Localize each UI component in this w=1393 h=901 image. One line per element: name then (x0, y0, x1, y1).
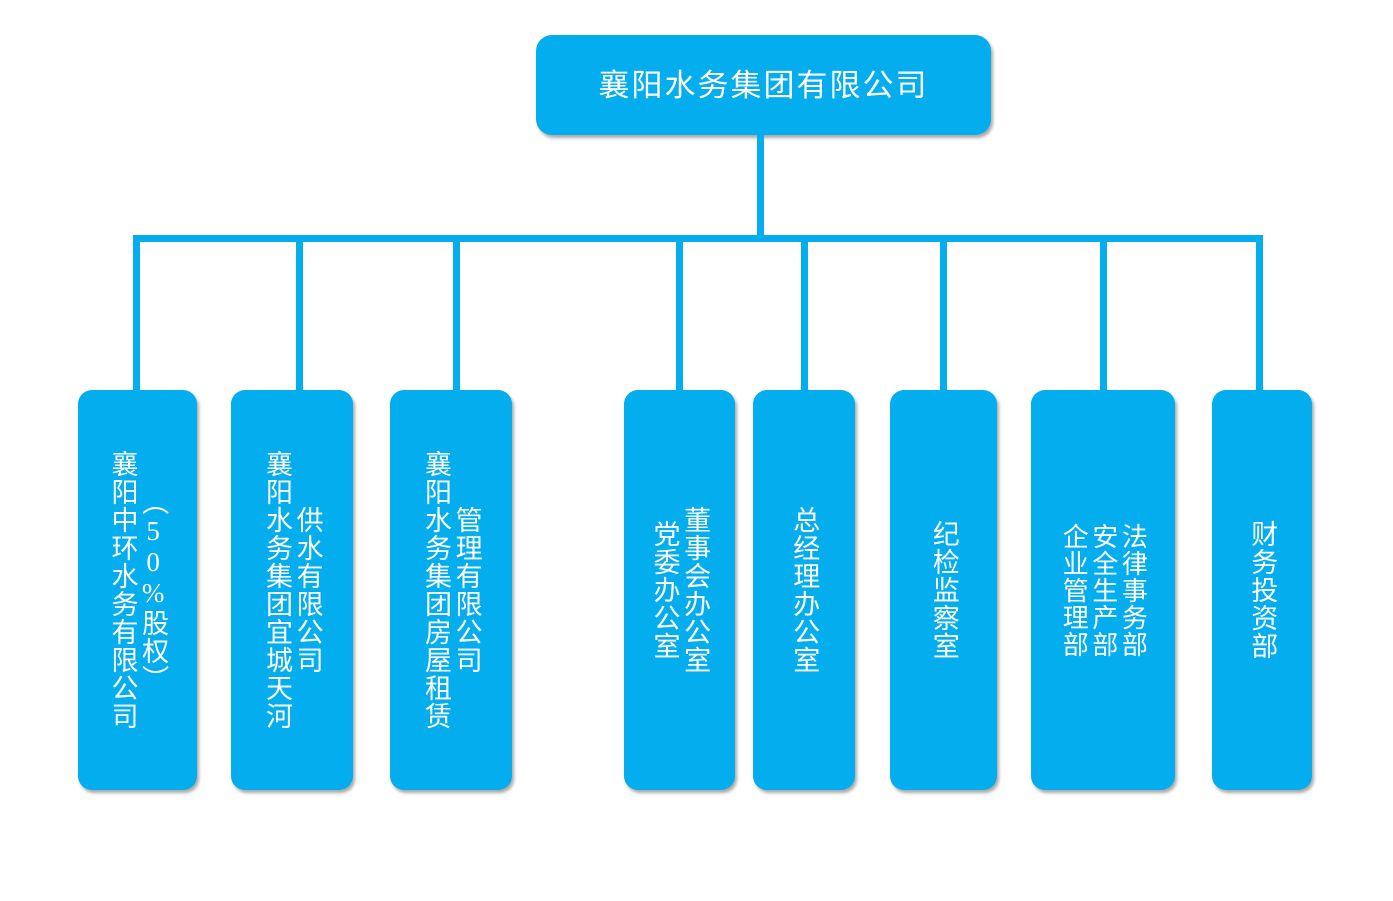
connector-drop-2 (296, 235, 303, 390)
org-node-2[interactable]: 供水有限公司 襄阳水务集团宜城天河 (231, 390, 353, 790)
connector-drop-4 (676, 235, 683, 390)
org-node-4[interactable]: 董事会办公室 党委办公室 (624, 390, 735, 790)
org-node-3-column-1: 管理有限公司 (451, 506, 482, 674)
org-node-6-column-1: 纪检监察室 (928, 520, 959, 660)
connector-root-stem (757, 133, 764, 241)
connector-drop-3 (453, 235, 460, 390)
org-node-1-column-1: （50%股权） (138, 487, 169, 693)
org-node-8-column-1: 财务投资部 (1247, 520, 1278, 660)
connector-drop-1 (133, 235, 140, 390)
org-node-3[interactable]: 管理有限公司 襄阳水务集团房屋租赁 (390, 390, 512, 790)
org-node-7-column-1: 法律事务部 (1118, 522, 1148, 658)
org-node-4-column-2: 党委办公室 (649, 520, 680, 660)
connector-bus (133, 235, 1263, 242)
org-node-8[interactable]: 财务投资部 (1212, 390, 1312, 790)
org-node-7-column-3: 企业管理部 (1059, 522, 1089, 658)
org-node-root-label: 襄阳水务集团有限公司 (598, 67, 929, 103)
org-node-5[interactable]: 总经理办公室 (753, 390, 855, 790)
org-node-1[interactable]: （50%股权） 襄阳中环水务有限公司 (78, 390, 197, 790)
org-node-2-column-1: 供水有限公司 (292, 506, 323, 674)
connector-drop-8 (1256, 235, 1263, 390)
connector-drop-5 (801, 235, 808, 390)
org-node-6[interactable]: 纪检监察室 (890, 390, 997, 790)
connector-drop-7 (1100, 235, 1107, 390)
org-node-7-column-2: 安全生产部 (1088, 522, 1118, 658)
org-node-5-column-1: 总经理办公室 (789, 506, 820, 674)
org-node-7[interactable]: 法律事务部 安全生产部 企业管理部 (1031, 390, 1175, 790)
org-node-root[interactable]: 襄阳水务集团有限公司 (536, 35, 991, 135)
org-node-1-column-2: 襄阳中环水务有限公司 (107, 450, 138, 730)
connector-drop-6 (940, 235, 947, 390)
org-node-2-column-2: 襄阳水务集团宜城天河 (262, 450, 292, 730)
org-node-3-column-2: 襄阳水务集团房屋租赁 (421, 450, 451, 730)
org-node-4-column-1: 董事会办公室 (680, 506, 711, 674)
